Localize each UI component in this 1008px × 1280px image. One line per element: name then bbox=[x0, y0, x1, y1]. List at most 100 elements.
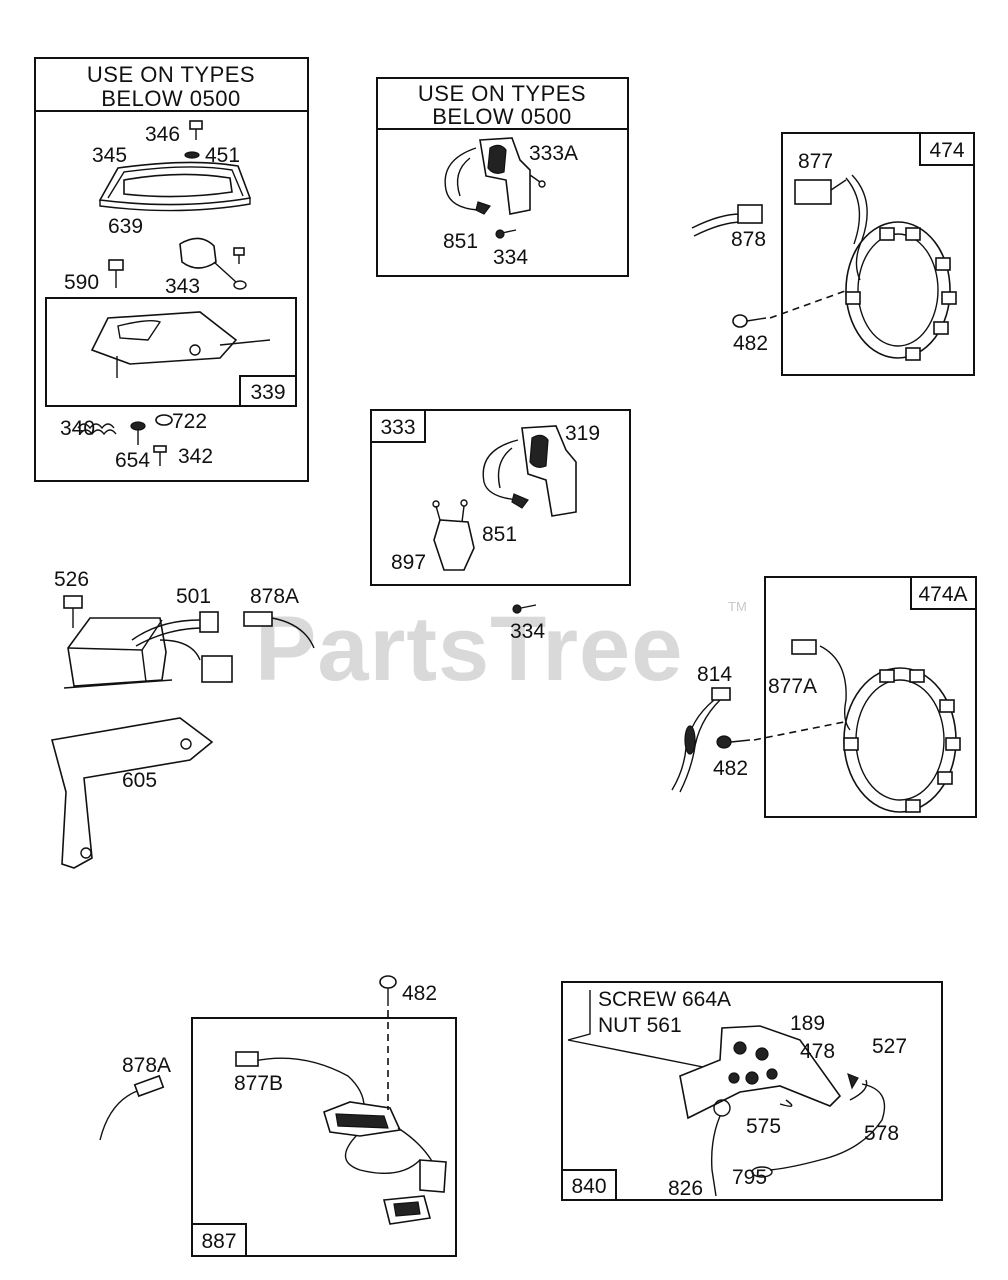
label-878A: 878A bbox=[250, 585, 299, 608]
alternator-474-drawing bbox=[794, 174, 957, 361]
panel-frame bbox=[376, 77, 629, 277]
label-340: 340 bbox=[60, 417, 95, 440]
connector-878A-b-drawing bbox=[99, 1074, 165, 1141]
inner-box-ref-frame bbox=[239, 375, 297, 407]
screw-654-drawing bbox=[130, 421, 146, 445]
label-575: 575 bbox=[746, 1115, 781, 1138]
label-851: 851 bbox=[482, 523, 517, 546]
points-assembly-drawing bbox=[444, 137, 546, 239]
label-345: 345 bbox=[92, 144, 127, 167]
label-826: 826 bbox=[668, 1177, 703, 1200]
rectifier-assembly-drawing bbox=[679, 1025, 886, 1197]
panel-top-center: USE ON TYPES BELOW 0500 333A 851 334 bbox=[376, 77, 629, 277]
label-795: 795 bbox=[732, 1166, 767, 1189]
breaker-plate-drawing bbox=[90, 311, 271, 378]
label-501: 501 bbox=[176, 585, 211, 608]
label-342: 342 bbox=[178, 445, 213, 468]
label-482-b: 482 bbox=[713, 757, 748, 780]
panel-ref-frame bbox=[919, 132, 975, 166]
label-334-loose: 334 bbox=[510, 620, 545, 643]
panel-frame bbox=[561, 981, 943, 1201]
screw-482-c-drawing bbox=[379, 975, 397, 1110]
condenser-343-drawing bbox=[179, 237, 247, 290]
label-526: 526 bbox=[54, 568, 89, 591]
harness-501-drawing bbox=[131, 611, 233, 683]
screw-334-drawing bbox=[512, 604, 537, 614]
condenser-897-drawing bbox=[432, 499, 475, 571]
label-189: 189 bbox=[790, 1012, 825, 1035]
panel-ref-label: 333 bbox=[380, 416, 415, 439]
panel-note-line2: NUT 561 bbox=[598, 1014, 682, 1037]
label-851: 851 bbox=[443, 230, 478, 253]
panel-note-line1: SCREW 664A bbox=[598, 988, 731, 1011]
label-319: 319 bbox=[565, 422, 600, 445]
screw-346-drawing bbox=[184, 120, 203, 159]
panel-middle-right: 474A 877A bbox=[764, 576, 977, 818]
label-527: 527 bbox=[872, 1035, 907, 1058]
air-guide-drawing bbox=[98, 161, 252, 212]
spring-340-drawing bbox=[77, 423, 117, 436]
panel-bottom-center: 887 877B bbox=[191, 1017, 457, 1257]
points-assembly-drawing bbox=[482, 425, 577, 517]
panel-frame bbox=[781, 132, 975, 376]
screw-590-drawing bbox=[108, 259, 124, 288]
note-bracket bbox=[567, 990, 591, 1041]
label-343: 343 bbox=[165, 275, 200, 298]
label-897: 897 bbox=[391, 551, 426, 574]
inner-box-ref-label: 339 bbox=[250, 381, 285, 404]
bracket-605-drawing bbox=[50, 717, 214, 869]
label-722: 722 bbox=[172, 410, 207, 433]
regulator-drawing bbox=[63, 617, 173, 689]
alternator-887-drawing bbox=[235, 1051, 447, 1225]
panel-ref-frame bbox=[561, 1169, 617, 1201]
panel-ref-label: 474A bbox=[918, 583, 967, 606]
bolt-526-drawing bbox=[63, 595, 83, 628]
panel-bottom-right: 840 SCREW 664A NUT 561 189 478 527 575 5… bbox=[561, 981, 943, 1201]
nut-722-drawing bbox=[155, 414, 173, 426]
screw-342-drawing bbox=[153, 445, 167, 466]
panel-ref-label: 474 bbox=[929, 139, 964, 162]
panel-top-left: USE ON TYPES BELOW 0500 339 bbox=[34, 57, 309, 482]
label-482-c: 482 bbox=[402, 982, 437, 1005]
connector-878-drawing bbox=[691, 204, 763, 237]
watermark-text: PartsTree bbox=[255, 598, 683, 700]
panel-ref-frame bbox=[910, 576, 977, 610]
panel-top-right: 474 877 bbox=[781, 132, 975, 376]
panel-header-line2: BELOW 0500 bbox=[432, 104, 572, 129]
panel-header-line1: USE ON TYPES bbox=[87, 62, 255, 87]
label-878A-b: 878A bbox=[122, 1054, 171, 1077]
label-346: 346 bbox=[145, 123, 180, 146]
panel-middle-center: 333 319 851 897 bbox=[370, 409, 631, 586]
watermark-trademark: TM bbox=[728, 599, 747, 614]
label-605: 605 bbox=[122, 769, 157, 792]
label-877: 877 bbox=[798, 150, 833, 173]
note-leader bbox=[567, 1039, 719, 1071]
panel-frame bbox=[370, 409, 631, 586]
label-334: 334 bbox=[493, 246, 528, 269]
label-654: 654 bbox=[115, 449, 150, 472]
screw-482-a-drawing bbox=[732, 289, 849, 328]
connector-814-drawing bbox=[671, 687, 731, 793]
label-333A: 333A bbox=[529, 142, 578, 165]
panel-frame bbox=[764, 576, 977, 818]
label-590: 590 bbox=[64, 271, 99, 294]
label-451: 451 bbox=[205, 144, 240, 167]
screw-482-b-drawing bbox=[716, 721, 845, 749]
inner-box-339 bbox=[45, 297, 297, 407]
connector-878A-drawing bbox=[243, 611, 315, 649]
label-639: 639 bbox=[108, 215, 143, 238]
label-482-a: 482 bbox=[733, 332, 768, 355]
label-814: 814 bbox=[697, 663, 732, 686]
alternator-474A-drawing bbox=[791, 639, 961, 813]
panel-ref-label: 887 bbox=[201, 1230, 236, 1253]
panel-ref-frame bbox=[191, 1223, 247, 1257]
label-877A: 877A bbox=[768, 675, 817, 698]
panel-header-line1: USE ON TYPES bbox=[418, 81, 586, 106]
label-878: 878 bbox=[731, 228, 766, 251]
panel-frame bbox=[191, 1017, 457, 1257]
label-578: 578 bbox=[864, 1122, 899, 1145]
label-478: 478 bbox=[800, 1040, 835, 1063]
panel-ref-label: 840 bbox=[571, 1175, 606, 1198]
label-877B: 877B bbox=[234, 1072, 283, 1095]
